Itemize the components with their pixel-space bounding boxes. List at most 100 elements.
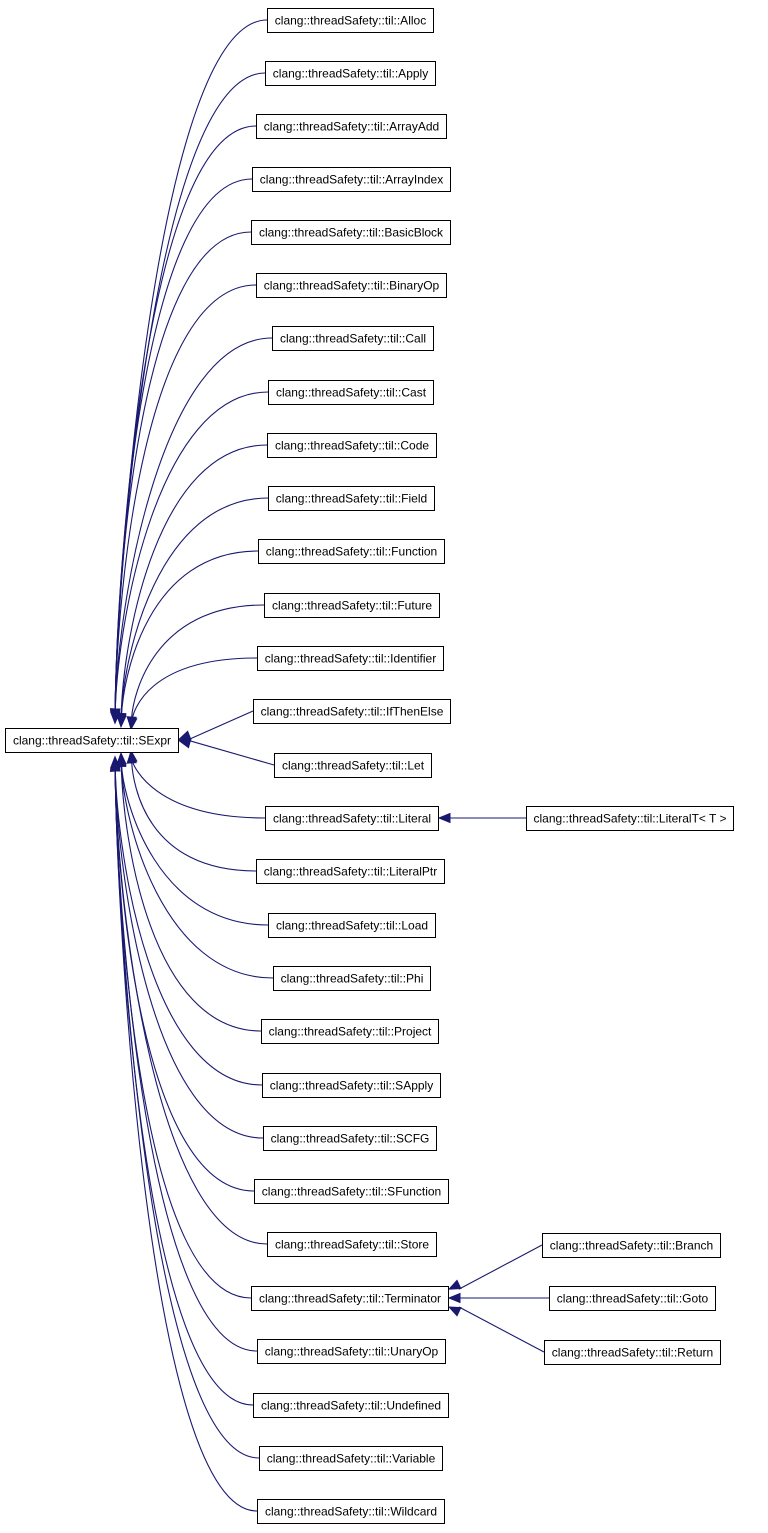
class-node-label: clang::threadSafety::til::UnaryOp <box>265 1345 439 1359</box>
class-node-identifier[interactable]: clang::threadSafety::til::Identifier <box>257 646 444 671</box>
class-node-let[interactable]: clang::threadSafety::til::Let <box>274 753 432 778</box>
class-node-box <box>251 220 451 245</box>
inheritance-edge-ifthenelse-to-sexpr <box>188 710 254 740</box>
class-node-box <box>267 433 437 458</box>
class-node-label: clang::threadSafety::til::ArrayIndex <box>260 173 443 187</box>
edge-arrowhead <box>447 1292 461 1304</box>
class-node-cast[interactable]: clang::threadSafety::til::Cast <box>268 380 434 405</box>
class-node-box <box>253 699 451 724</box>
class-node-label: clang::threadSafety::til::Field <box>276 492 427 506</box>
class-node-label: clang::threadSafety::til::Function <box>266 545 437 559</box>
class-node-variable[interactable]: clang::threadSafety::til::Variable <box>259 1446 443 1471</box>
class-node-branch[interactable]: clang::threadSafety::til::Branch <box>542 1233 721 1258</box>
class-node-ifthenelse[interactable]: clang::threadSafety::til::IfThenElse <box>253 699 451 724</box>
inheritance-edge-branch-to-terminator <box>458 1244 543 1290</box>
class-node-literal[interactable]: clang::threadSafety::til::Literal <box>265 806 439 831</box>
class-node-alloc[interactable]: clang::threadSafety::til::Alloc <box>267 8 434 33</box>
class-node-scfg[interactable]: clang::threadSafety::til::SCFG <box>263 1126 437 1151</box>
inheritance-edge-code-to-sexpr <box>120 444 268 716</box>
edge-arrowhead <box>116 754 127 768</box>
class-node-wildcard[interactable]: clang::threadSafety::til::Wildcard <box>257 1499 445 1524</box>
class-node-sfunction[interactable]: clang::threadSafety::til::SFunction <box>254 1179 449 1204</box>
class-node-box <box>544 1340 721 1365</box>
class-node-box <box>256 114 447 139</box>
inheritance-edge-sapply-to-sexpr <box>114 765 263 1086</box>
class-node-box <box>256 273 447 298</box>
class-node-box <box>257 1499 445 1524</box>
class-node-label: clang::threadSafety::til::ArrayAdd <box>264 120 439 134</box>
class-node-basicblock[interactable]: clang::threadSafety::til::BasicBlock <box>251 220 451 245</box>
class-node-unaryop[interactable]: clang::threadSafety::til::UnaryOp <box>257 1339 446 1364</box>
class-node-label: clang::threadSafety::til::Identifier <box>265 652 436 666</box>
edge-arrowhead <box>177 738 192 749</box>
class-node-box <box>259 1446 443 1471</box>
class-node-box <box>256 859 445 884</box>
inheritance-edge-binaryop-to-sexpr <box>114 284 257 712</box>
class-node-box <box>252 167 451 192</box>
class-node-box <box>268 913 436 938</box>
edge-arrowhead <box>127 717 138 731</box>
class-node-return[interactable]: clang::threadSafety::til::Return <box>544 1340 721 1365</box>
class-node-label: clang::threadSafety::til::Let <box>282 759 425 773</box>
edge-arrowhead <box>177 730 192 741</box>
class-node-box <box>265 61 436 86</box>
class-node-label: clang::threadSafety::til::Alloc <box>275 14 426 28</box>
class-node-label: clang::threadSafety::til::SCFG <box>271 1132 430 1146</box>
class-node-terminator[interactable]: clang::threadSafety::til::Terminator <box>251 1286 449 1311</box>
class-node-future[interactable]: clang::threadSafety::til::Future <box>264 593 440 618</box>
edge-arrowhead <box>109 758 121 772</box>
class-node-label: clang::threadSafety::til::LiteralPtr <box>264 865 437 879</box>
edge-arrowhead <box>126 750 137 764</box>
class-node-box <box>5 728 179 753</box>
class-node-label: clang::threadSafety::til::Terminator <box>259 1292 441 1306</box>
edge-arrowhead <box>447 1306 462 1317</box>
class-node-label: clang::threadSafety::til::BinaryOp <box>264 279 440 293</box>
inheritance-edge-scfg-to-sexpr <box>114 766 264 1139</box>
inheritance-edge-field-to-sexpr <box>120 497 269 717</box>
inheritance-edge-basicblock-to-sexpr <box>114 231 252 712</box>
class-node-project[interactable]: clang::threadSafety::til::Project <box>261 1019 439 1044</box>
class-node-binaryop[interactable]: clang::threadSafety::til::BinaryOp <box>256 273 447 298</box>
class-node-literalt[interactable]: clang::threadSafety::til::LiteralT< T > <box>526 806 734 831</box>
class-node-box <box>274 753 432 778</box>
class-node-store[interactable]: clang::threadSafety::til::Store <box>267 1232 437 1257</box>
class-node-field[interactable]: clang::threadSafety::til::Field <box>268 486 435 511</box>
edge-arrowhead <box>447 1279 462 1290</box>
class-node-sexpr[interactable]: clang::threadSafety::til::SExpr <box>5 728 179 753</box>
class-node-arrayadd[interactable]: clang::threadSafety::til::ArrayAdd <box>256 114 447 139</box>
edges-layer <box>109 19 549 1512</box>
class-node-literalptr[interactable]: clang::threadSafety::til::LiteralPtr <box>256 859 445 884</box>
class-node-box <box>253 1393 449 1418</box>
class-node-box <box>268 486 435 511</box>
class-node-box <box>263 1126 437 1151</box>
class-node-box <box>267 1232 437 1257</box>
class-node-label: clang::threadSafety::til::Wildcard <box>265 1505 437 1519</box>
class-node-box <box>264 593 440 618</box>
class-node-arrayindex[interactable]: clang::threadSafety::til::ArrayIndex <box>252 167 451 192</box>
inheritance-edge-literalptr-to-sexpr <box>130 760 257 872</box>
class-node-box <box>254 1179 449 1204</box>
class-node-phi[interactable]: clang::threadSafety::til::Phi <box>273 966 431 991</box>
class-node-label: clang::threadSafety::til::Cast <box>276 386 427 400</box>
class-node-apply[interactable]: clang::threadSafety::til::Apply <box>265 61 436 86</box>
inheritance-edge-arrayindex-to-sexpr <box>114 178 253 712</box>
class-node-undefined[interactable]: clang::threadSafety::til::Undefined <box>253 1393 449 1418</box>
class-node-load[interactable]: clang::threadSafety::til::Load <box>268 913 436 938</box>
inheritance-edge-apply-to-sexpr <box>114 72 266 712</box>
class-node-box <box>262 1073 441 1098</box>
class-node-label: clang::threadSafety::til::Variable <box>267 1452 436 1466</box>
inheritance-edge-wildcard-to-sexpr <box>114 768 258 1512</box>
class-node-goto[interactable]: clang::threadSafety::til::Goto <box>549 1286 716 1311</box>
class-node-call[interactable]: clang::threadSafety::til::Call <box>272 326 434 351</box>
class-node-sapply[interactable]: clang::threadSafety::til::SApply <box>262 1073 441 1098</box>
class-node-label: clang::threadSafety::til::Return <box>552 1346 713 1360</box>
class-node-label: clang::threadSafety::til::Undefined <box>261 1399 441 1413</box>
class-node-code[interactable]: clang::threadSafety::til::Code <box>267 433 437 458</box>
class-node-box <box>542 1233 721 1258</box>
class-node-label: clang::threadSafety::til::LiteralT< T > <box>534 812 727 826</box>
class-node-function[interactable]: clang::threadSafety::til::Function <box>258 539 445 564</box>
inheritance-edge-identifier-to-sexpr <box>131 657 258 721</box>
inheritance-edge-function-to-sexpr <box>120 550 259 718</box>
inheritance-edge-terminator-to-sexpr <box>114 768 252 1299</box>
